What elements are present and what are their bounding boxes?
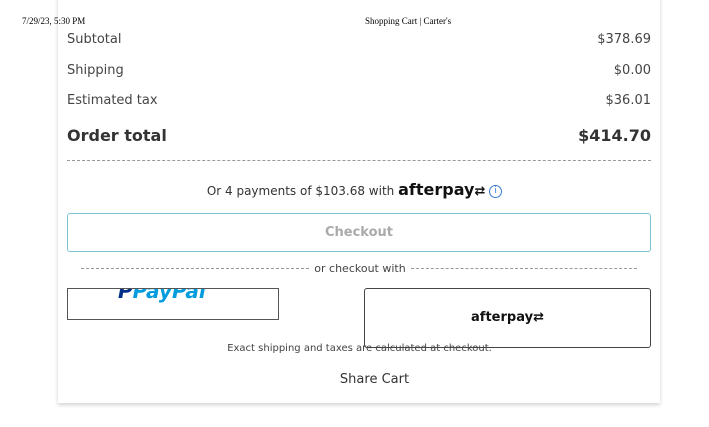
order-summary-card xyxy=(58,0,660,403)
order-total-row: Order total $414.70 xyxy=(67,126,651,145)
summary-row-tax: Estimated tax $36.01 xyxy=(67,93,651,108)
label: Order total xyxy=(67,126,167,145)
disclaimer: Exact shipping and taxes are calculated … xyxy=(227,343,492,354)
share-cart-link[interactable]: Share Cart xyxy=(339,372,410,387)
label: Estimated tax xyxy=(67,93,158,108)
promo-text: Or 4 payments of $103.68 with xyxy=(206,184,395,198)
summary-row-shipping: Shipping $0.00 xyxy=(67,63,651,78)
label: Shipping xyxy=(67,63,124,78)
divider-right xyxy=(411,268,637,269)
value: $36.01 xyxy=(605,93,652,108)
afterpay-link-icon: ⇄ xyxy=(474,184,486,199)
label: Subtotal xyxy=(67,32,122,47)
paypal-button[interactable]: PPayPal xyxy=(67,288,279,320)
afterpay-logo: afterpay xyxy=(398,180,475,199)
divider-left xyxy=(81,268,309,269)
value: $378.69 xyxy=(597,32,651,47)
afterpay-button[interactable]: afterpay⇄ xyxy=(364,288,651,348)
alt-checkout-label: or checkout with xyxy=(314,262,406,275)
print-title: Shopping Cart | Carter's xyxy=(365,16,452,26)
afterpay-logo: afterpay xyxy=(471,310,534,325)
checkout-button[interactable]: Checkout xyxy=(67,213,651,252)
summary-row-subtotal: Subtotal $378.69 xyxy=(67,32,651,47)
afterpay-link-icon: ⇄ xyxy=(533,310,544,325)
divider xyxy=(67,160,651,161)
paypal-logo: PPayPal xyxy=(118,288,206,303)
print-datetime: 7/29/23, 5:30 PM xyxy=(22,16,86,26)
info-icon[interactable]: i xyxy=(489,185,503,198)
value: $0.00 xyxy=(613,63,651,78)
value: $414.70 xyxy=(578,126,651,145)
afterpay-promo: Or 4 payments of $103.68 with afterpay⇄ … xyxy=(0,180,709,199)
